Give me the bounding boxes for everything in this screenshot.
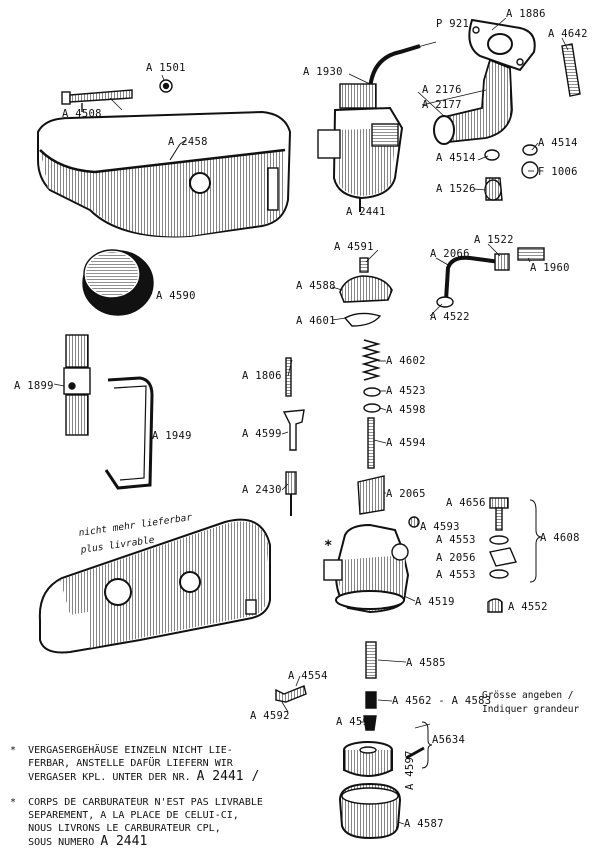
jet-a4585 xyxy=(365,641,377,679)
label-a4599: A 4599 xyxy=(242,428,282,440)
screw-a4508 xyxy=(61,89,133,105)
carburettor-a2441 xyxy=(317,44,421,212)
note-size-fr: Indiquer grandeur xyxy=(482,704,580,715)
label-a1526: A 1526 xyxy=(436,183,476,195)
label-a2430: A 2430 xyxy=(242,484,282,496)
label-a5634: A5634 xyxy=(432,734,466,746)
strap-a1949 xyxy=(104,376,154,490)
stud-a4642 xyxy=(561,43,581,97)
label-a4553-bottom: A 4553 xyxy=(436,569,476,581)
label-a2065: A 2065 xyxy=(386,488,426,500)
label-a4585: A 4585 xyxy=(406,657,446,669)
label-a4602: A 4602 xyxy=(386,355,426,367)
label-a2177: A 2177 xyxy=(422,99,462,111)
footnote-fr-marker: * xyxy=(10,797,17,808)
label-a4523: A 4523 xyxy=(386,385,426,397)
label-a4552: A 4552 xyxy=(508,601,548,613)
label-a4587: A 4587 xyxy=(404,818,444,830)
footnote-de-line3: VERGASER KPL. UNTER DER NR. xyxy=(28,772,191,783)
label-a4553-top: A 4553 xyxy=(436,534,476,546)
clip-a4599 xyxy=(282,409,305,451)
label-a4554: A 4554 xyxy=(288,670,328,682)
label-a4593: A 4593 xyxy=(420,521,460,533)
label-a4656: A 4656 xyxy=(446,497,486,509)
label-a1522: A 1522 xyxy=(474,234,514,246)
label-a1501: A 1501 xyxy=(146,62,186,74)
footnote-fr-line1: CORPS DE CARBURATEUR N'EST PAS LIVRABLE xyxy=(28,797,263,808)
carb-body-a4519 xyxy=(323,523,410,614)
plug-a4590 xyxy=(82,249,154,316)
screw-a4593 xyxy=(408,516,420,528)
label-a4562-a4583: A 4562 - A 4583 xyxy=(392,695,492,707)
footnote-de-number: A 2441 / xyxy=(196,769,260,784)
main-jet-a4562 xyxy=(365,691,377,709)
label-a4519: A 4519 xyxy=(415,596,455,608)
label-a2056: A 2056 xyxy=(436,552,476,564)
label-f1006: F 1006 xyxy=(538,166,578,178)
needle-a1806 xyxy=(285,357,292,397)
label-a4508: A 4508 xyxy=(62,108,102,120)
tank-old xyxy=(38,518,271,654)
label-a1806: A 1806 xyxy=(242,370,282,382)
label-a4588: A 4588 xyxy=(296,280,336,292)
label-a1949: A 1949 xyxy=(152,430,192,442)
nut-a1501 xyxy=(159,79,173,93)
label-a4591: A 4591 xyxy=(334,241,374,253)
label-a4594: A 4594 xyxy=(386,437,426,449)
fuel-pipe-a2066 xyxy=(436,247,545,308)
note-size-de: Grösse angeben / xyxy=(482,690,574,701)
label-a2176: A 2176 xyxy=(422,84,462,96)
label-a4601: A 4601 xyxy=(296,315,336,327)
bracket-a5634 xyxy=(421,721,433,769)
needle-a4594 xyxy=(367,417,375,469)
cover-a2458 xyxy=(37,110,292,238)
label-a4514-left: A 4514 xyxy=(436,152,476,164)
label-a1886: A 1886 xyxy=(506,8,546,20)
label-a2458: A 2458 xyxy=(168,136,208,148)
clamp-a1899 xyxy=(63,334,91,436)
footnote-de-line2: FERBAR, ANSTELLE DAFÜR LIEFERN WIR xyxy=(28,758,233,769)
float-a5634 xyxy=(343,741,425,777)
intake-a1886 xyxy=(433,18,536,145)
part-a4595 xyxy=(363,715,377,731)
label-a2066: A 2066 xyxy=(430,248,470,260)
cap-a4552 xyxy=(487,598,503,613)
label-p921: P 921 xyxy=(436,18,470,30)
label-a1899: A 1899 xyxy=(14,380,54,392)
label-a4522: A 4522 xyxy=(430,311,470,323)
footnote-de: * VERGASERGEHÄUSE EINZELN NICHT LIE- FER… xyxy=(10,744,259,784)
label-a4597: A 4597 xyxy=(404,750,416,790)
spring-a4602 xyxy=(361,339,381,413)
footnote-fr-line2: SEPAREMENT, A LA PLACE DE CELUI-CI, xyxy=(28,810,239,821)
footnote-de-line1: VERGASERGEHÄUSE EINZELN NICHT LIE- xyxy=(28,745,233,756)
jet-a2430 xyxy=(285,471,297,516)
screw-a4592 xyxy=(275,685,307,703)
slide-a2065 xyxy=(357,475,385,515)
label-a4514-right: A 4514 xyxy=(538,137,578,149)
footnote-fr-line4: SOUS NUMERO xyxy=(28,837,95,848)
float-bowl-a4587 xyxy=(338,782,402,840)
asterisk-marker: * xyxy=(324,538,333,554)
banjo-stack-a4608 xyxy=(489,497,543,583)
washers-a4514 xyxy=(484,144,539,201)
label-a4598: A 4598 xyxy=(386,404,426,416)
label-a1930: A 1930 xyxy=(303,66,343,78)
label-a4595: A 4595 xyxy=(336,716,376,728)
footnote-fr-line3: NOUS LIVRONS LE CARBURATEUR CPL, xyxy=(28,823,221,834)
label-a1960: A 1960 xyxy=(530,262,570,274)
label-a4592: A 4592 xyxy=(250,710,290,722)
footnote-fr: * CORPS DE CARBURATEUR N'EST PAS LIVRABL… xyxy=(10,796,263,849)
label-a4590: A 4590 xyxy=(156,290,196,302)
label-a4608: A 4608 xyxy=(540,532,580,544)
label-a2441: A 2441 xyxy=(346,206,386,218)
footnote-fr-number: A 2441 xyxy=(100,834,148,849)
cap-a4588 xyxy=(339,257,393,327)
label-a4642: A 4642 xyxy=(548,28,588,40)
footnote-de-marker: * xyxy=(10,745,17,756)
